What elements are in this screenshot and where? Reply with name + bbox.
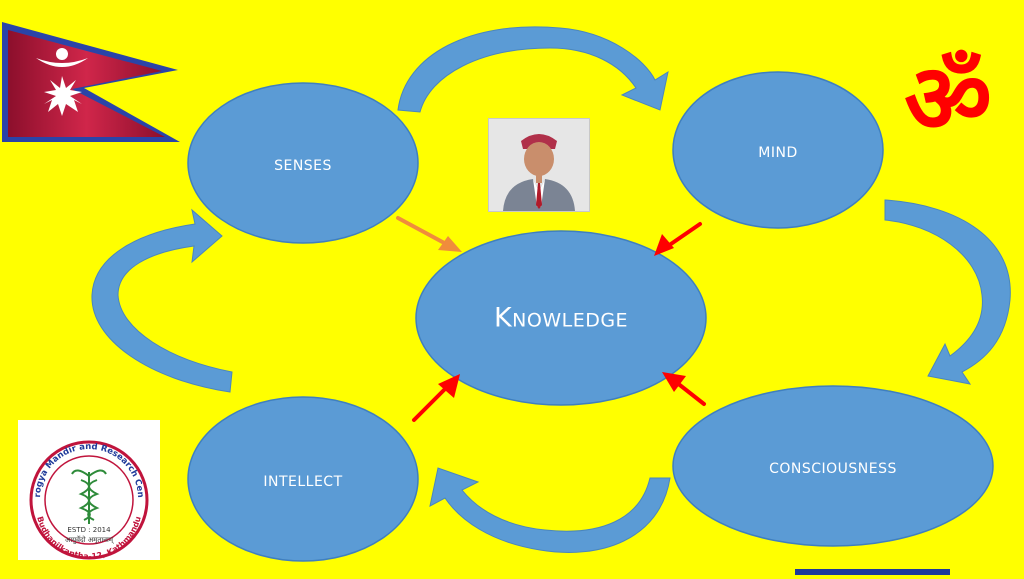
nepal-flag-icon <box>2 22 180 142</box>
organization-logo: Aatreya Aarogya Mandir and Research Cent… <box>18 420 160 560</box>
caduceus-icon <box>71 469 107 524</box>
node-senses <box>187 82 419 244</box>
cycle-arrow-senses-to-mind <box>397 26 669 113</box>
label-mind: mind <box>758 138 798 162</box>
cycle-arrow-intellect-to-senses <box>91 208 233 393</box>
logo-motto-text: आयुर्वेदो अमृतानाम् <box>65 535 114 544</box>
cycle-arrow-mind-to-consciousness <box>884 199 1011 385</box>
node-knowledge <box>415 230 707 406</box>
arrow-consciousness-to-knowledge <box>662 372 706 406</box>
om-symbol-icon: ॐ <box>904 43 992 155</box>
logo-graphic: Aatreya Aarogya Mandir and Research Cent… <box>18 420 149 560</box>
node-mind <box>672 71 884 229</box>
footer-strip <box>795 569 950 575</box>
label-senses: senses <box>274 151 332 175</box>
portrait-photo <box>488 118 590 212</box>
node-consciousness <box>672 385 994 547</box>
arrow-mind-to-knowledge <box>654 222 702 256</box>
label-consciousness: consciousness <box>769 454 897 478</box>
logo-established-text: ESTD : 2014 <box>67 526 111 534</box>
label-knowledge: Knowledge <box>493 302 629 334</box>
person-silhouette-icon <box>489 119 589 211</box>
cycle-arrow-consciousness-to-intellect <box>429 467 671 553</box>
arrow-senses-to-knowledge <box>396 216 462 252</box>
arrow-intellect-to-knowledge <box>412 374 460 422</box>
label-intellect: intellect <box>263 467 343 491</box>
node-intellect <box>187 396 419 562</box>
